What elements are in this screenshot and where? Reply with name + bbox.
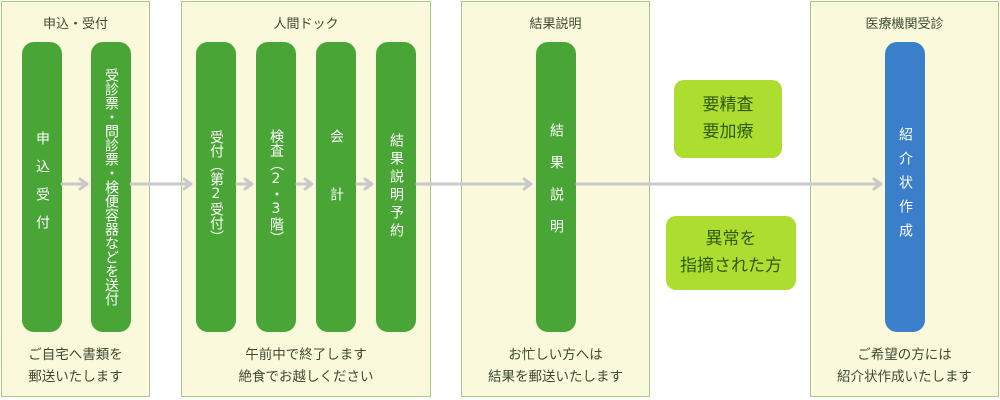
badge-further-examination: 要精査 要加療 [674,80,782,158]
step-result-explanation: 結果説明 [536,42,576,332]
panel-referral: 医療機関受診 紹介状作成 ご希望の方には 紹介状作成いたします [810,1,999,397]
panel-checkup: 人間ドック 受付（第2受付） 検査（2・3階） 会計 結果説明予約 午前中で終了… [181,1,431,397]
arrow-head [303,177,314,191]
panel-title: 人間ドック [273,17,339,32]
step-payment: 会計 [316,42,356,332]
panel-note: 午前中で終了します 絶食でお越しください [238,347,374,385]
panel-note: ご希望の方には 紹介状作成いたします [837,347,972,385]
step-label: 申込受付 [34,131,50,243]
badge-abnormality-found: 異常を 指摘された方 [666,216,796,290]
step-label: 紹介状作成 [897,127,913,247]
step-examination: 検査（2・3階） [256,42,296,332]
step-label: 会計 [328,129,344,245]
step-label: 受付（第2受付） [208,130,224,244]
step-label: 検査（2・3階） [268,129,284,245]
step-label: 受診票・問診票・検便容器などを送付 [103,68,119,306]
panel-application: 申込・受付 申込受付 受診票・問診票・検便容器などを送付 ご自宅へ書類を 郵送い… [1,1,150,397]
step-application-reception: 申込受付 [22,42,62,332]
arrow-head [872,177,883,191]
panel-title: 申込・受付 [42,17,108,32]
arrow-head [78,177,89,191]
arrow-head [363,177,374,191]
arrow-head [182,177,193,191]
step-label: 結果説明予約 [388,133,404,241]
step-result-booking: 結果説明予約 [376,42,416,332]
panel-title: 結果説明 [529,17,582,32]
panel-note: ご自宅へ書類を 郵送いたします [28,347,123,385]
arrow-head [522,177,533,191]
panel-results: 結果説明 結果説明 お忙しい方へは 結果を郵送いたします [461,1,650,397]
panel-note: お忙しい方へは 結果を郵送いたします [488,347,623,385]
arrow-head [243,177,254,191]
step-label: 結果説明 [548,123,564,251]
step-send-documents: 受診票・問診票・検便容器などを送付 [91,42,131,332]
panel-title: 医療機関受診 [865,17,944,32]
step-reception: 受付（第2受付） [196,42,236,332]
step-referral-letter: 紹介状作成 [885,42,925,332]
